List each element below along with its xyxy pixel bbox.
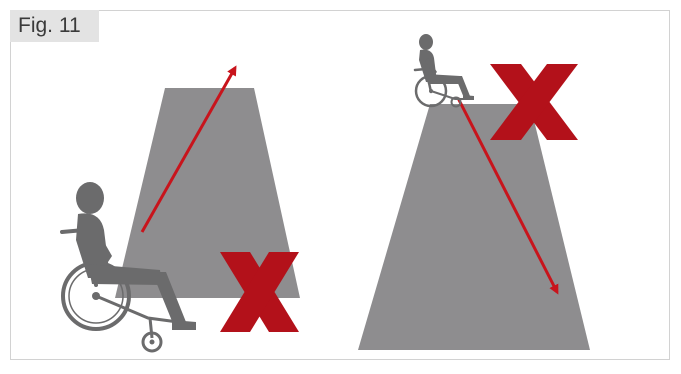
right-wheelchair-user-icon <box>415 34 474 107</box>
right-panel <box>358 34 590 350</box>
left-panel <box>62 68 300 351</box>
right-ramp <box>358 104 590 350</box>
